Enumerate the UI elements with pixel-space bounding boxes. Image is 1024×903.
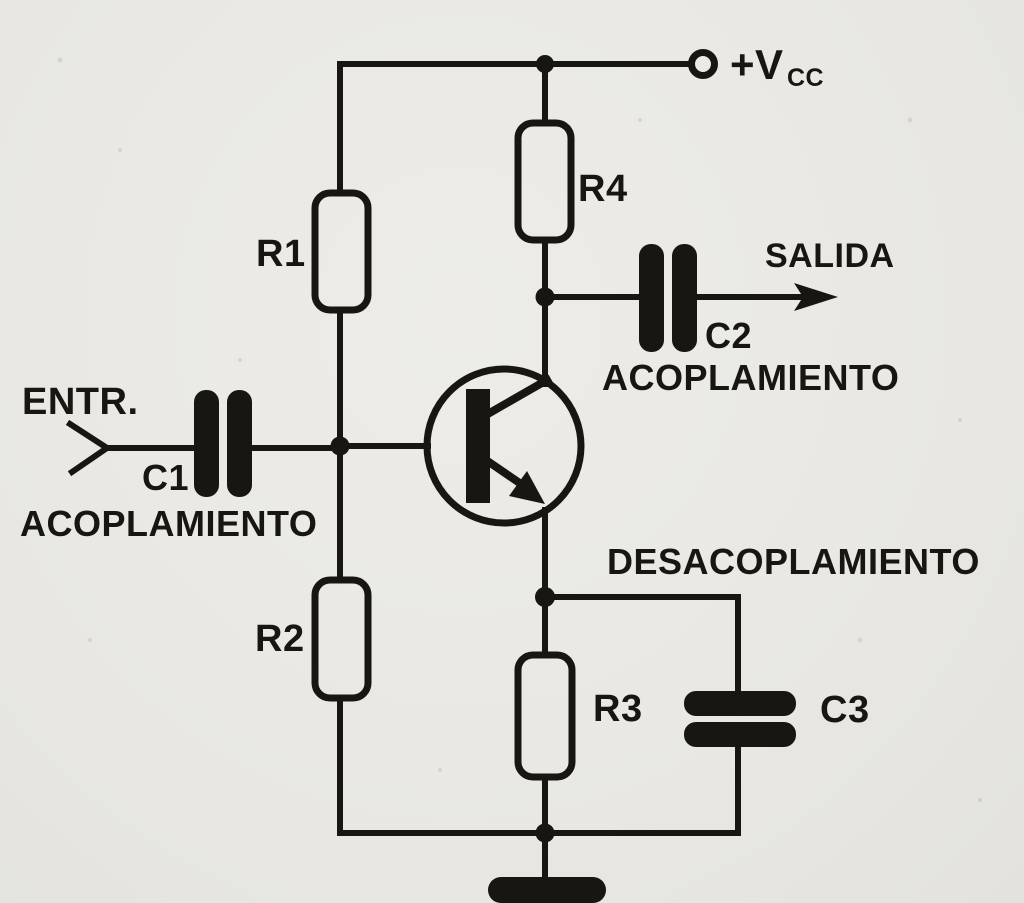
- c3-plate-bottom: [684, 722, 796, 747]
- decoupling-label: DESACOPLAMIENTO: [607, 541, 980, 582]
- transistor-emitter-arrowhead: [509, 471, 545, 504]
- output-arrowhead: [794, 283, 838, 311]
- paper-texture: [57, 57, 982, 802]
- capacitor-c1-symbol: [194, 390, 252, 497]
- junction-bottom-rail: [535, 823, 555, 843]
- junction-dots: [330, 55, 555, 843]
- resistor-r4-label: R4: [578, 168, 628, 210]
- junction-collector: [535, 287, 555, 307]
- capacitor-c2-symbol: [639, 244, 697, 352]
- vcc-label: +V: [730, 41, 784, 88]
- c2-plate-right: [672, 244, 697, 352]
- input-terminal-chevron: [65, 419, 113, 477]
- input-label: ENTR.: [22, 381, 139, 423]
- junction-vcc-rail: [536, 55, 554, 73]
- resistor-r1-label: R1: [256, 233, 306, 275]
- capacitor-c1-label: C1: [142, 457, 189, 498]
- resistor-r3-symbol: [514, 651, 576, 781]
- c2-plate-left: [639, 244, 664, 352]
- capacitor-c2-label: C2: [705, 315, 752, 356]
- capacitor-c3-symbol: [684, 691, 796, 747]
- c1-plate-right: [227, 390, 252, 497]
- vcc-terminal-circle: [688, 49, 718, 79]
- transistor-circle: [423, 365, 585, 527]
- transistor-base-bar: [466, 389, 490, 503]
- c1-plate-left: [194, 390, 219, 497]
- resistor-r2-symbol: [311, 576, 372, 702]
- input-coupling-label: ACOPLAMIENTO: [20, 503, 317, 544]
- transistor-emitter-lead: [480, 454, 527, 490]
- resistor-r4-symbol: [514, 119, 575, 244]
- resistor-r3-label: R3: [593, 688, 643, 730]
- output-coupling-label: ACOPLAMIENTO: [602, 357, 899, 398]
- resistor-r1-symbol: [311, 189, 372, 314]
- transistor-symbol: [423, 365, 585, 527]
- transistor-collector-lead: [480, 374, 553, 421]
- resistor-r2-label: R2: [255, 618, 305, 660]
- c3-plate-top: [684, 691, 796, 716]
- ground-symbol: [488, 877, 606, 903]
- capacitor-c3-label: C3: [820, 689, 870, 731]
- junction-base: [330, 436, 350, 456]
- output-label: SALIDA: [765, 237, 895, 275]
- vcc-label-subscript: CC: [787, 64, 824, 92]
- junction-emitter: [535, 587, 555, 607]
